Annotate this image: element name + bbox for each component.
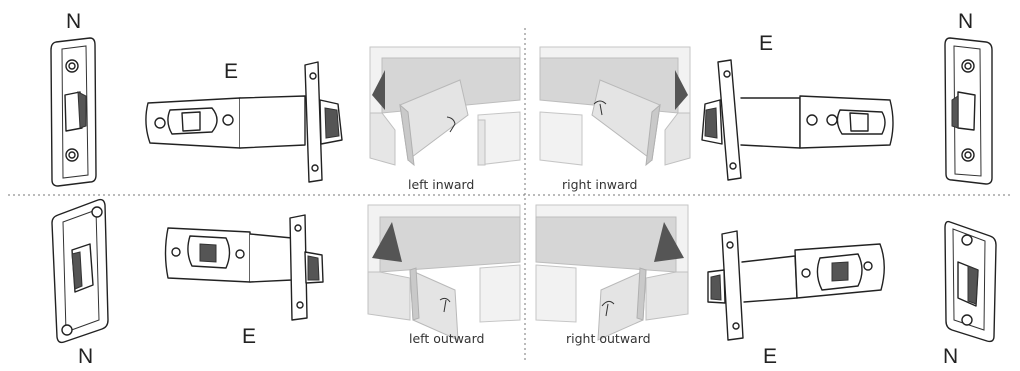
strike-plate-label: N [943, 345, 958, 368]
strike-plate-bottom-left [51, 198, 109, 344]
caption-left-inward: left inward [408, 177, 474, 192]
caption-right-inward: right inward [562, 177, 637, 192]
latch-bottom-right [707, 230, 885, 341]
room-left-inward [369, 46, 521, 167]
strike-plate-label: N [66, 10, 81, 33]
latch-top-right [701, 59, 894, 181]
room-right-outward [535, 204, 689, 341]
room-right-inward [539, 46, 691, 167]
latch-label: E [759, 32, 773, 55]
strike-plate-top-right [944, 37, 993, 185]
strike-plate-bottom-right [944, 220, 997, 343]
caption-left-outward: left outward [409, 331, 484, 346]
room-left-outward [367, 204, 521, 341]
latch-label: E [763, 345, 777, 368]
latch-top-left [145, 61, 343, 183]
latch-bottom-left [164, 214, 324, 321]
latch-label: E [242, 325, 256, 348]
caption-right-outward: right outward [566, 331, 651, 346]
strike-plate-top-left [50, 37, 97, 187]
strike-plate-label: N [958, 10, 973, 33]
latch-label: E [224, 60, 238, 83]
strike-plate-label: N [78, 345, 93, 368]
